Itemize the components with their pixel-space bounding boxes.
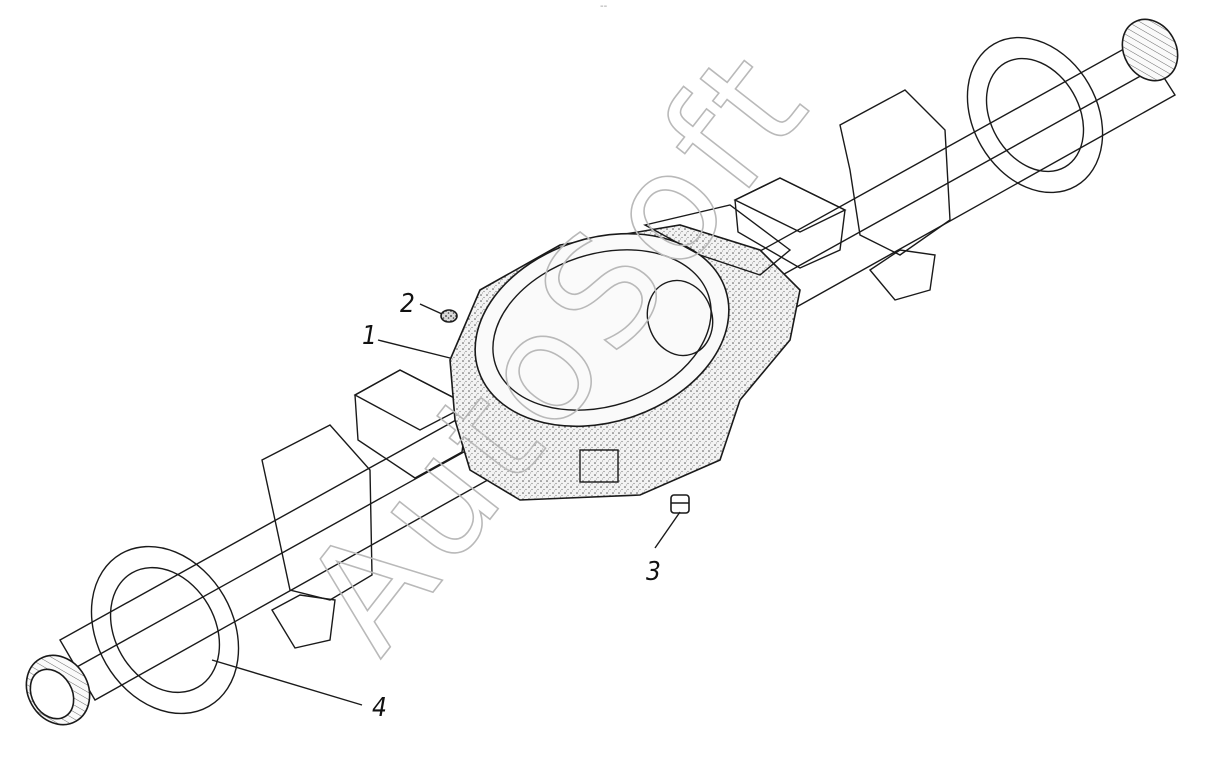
right-spring-bracket — [839, 89, 951, 301]
leader-2 — [419, 303, 443, 315]
leader-1 — [377, 339, 451, 359]
differential-housing — [449, 204, 801, 501]
left-spring-bracket — [261, 424, 373, 649]
top-mark: -- — [600, 1, 608, 12]
callout-1: 1 — [362, 321, 377, 351]
callout-2: 2 — [400, 289, 415, 319]
callout-4: 4 — [372, 693, 387, 723]
right-hub-flange — [966, 18, 1179, 194]
left-hub-flange — [25, 545, 240, 726]
drain-plug — [670, 494, 690, 514]
breather-plug — [440, 309, 458, 323]
leader-3 — [654, 511, 681, 549]
right-pad — [733, 177, 847, 269]
callout-3: 3 — [646, 557, 661, 587]
leader-4 — [211, 659, 363, 706]
